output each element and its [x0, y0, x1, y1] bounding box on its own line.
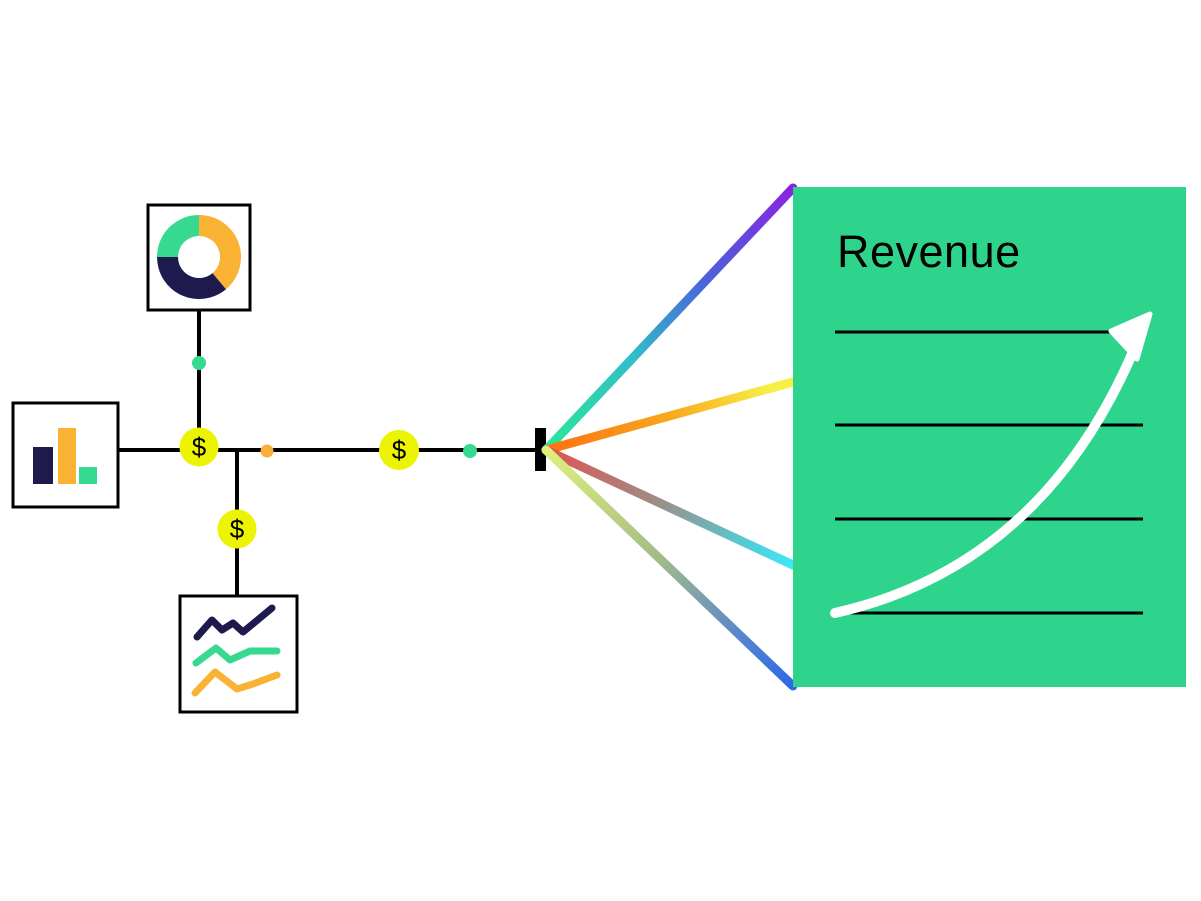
dollar-symbol: $	[192, 432, 207, 462]
spectrum-ray-violet	[541, 183, 798, 455]
bar-green	[79, 467, 97, 484]
dollar-badge-1: $	[179, 427, 219, 467]
dollar-badge-icon	[379, 430, 419, 470]
flow-dot-green-mid	[463, 444, 477, 458]
donut-chart-node	[146, 203, 252, 312]
panel-title: Revenue	[837, 226, 1021, 277]
line-series-navy	[193, 604, 276, 641]
spectrum-ray-blue	[541, 445, 798, 691]
line-chart-icon	[191, 604, 281, 697]
growth-arrow-head	[1108, 311, 1153, 362]
donut-chart-icon	[156, 214, 242, 300]
flow-dot-orange	[260, 444, 274, 458]
bar-navy	[33, 447, 53, 484]
dollar-symbol: $	[392, 435, 407, 465]
bar-chart-node	[11, 401, 120, 509]
dollar-badge-icon	[217, 509, 257, 549]
donut-segment-amber	[199, 214, 242, 290]
prism-bar-icon	[535, 428, 546, 471]
flow-dot-green-top	[192, 356, 206, 370]
spectrum-ray-cyan	[541, 445, 798, 570]
bar-chart-icon	[33, 428, 97, 484]
dollar-symbol: $	[230, 514, 245, 544]
revenue-panel: Revenue	[793, 187, 1186, 687]
line-chart-node	[178, 594, 299, 714]
donut-segment-green	[157, 215, 199, 257]
dollar-badge-3: $	[379, 430, 419, 470]
spectrum-rays	[541, 183, 798, 691]
bar-amber	[58, 428, 76, 484]
dollar-badge-2: $	[217, 509, 257, 549]
donut-segment-navy	[156, 257, 226, 300]
spectrum-ray-yellow	[541, 377, 798, 455]
dollar-badge-icon	[179, 427, 219, 467]
line-series-amber	[191, 668, 281, 697]
line-series-green	[192, 644, 281, 667]
growth-arrow-shaft	[830, 335, 1143, 618]
growth-arrow-icon	[830, 311, 1153, 618]
